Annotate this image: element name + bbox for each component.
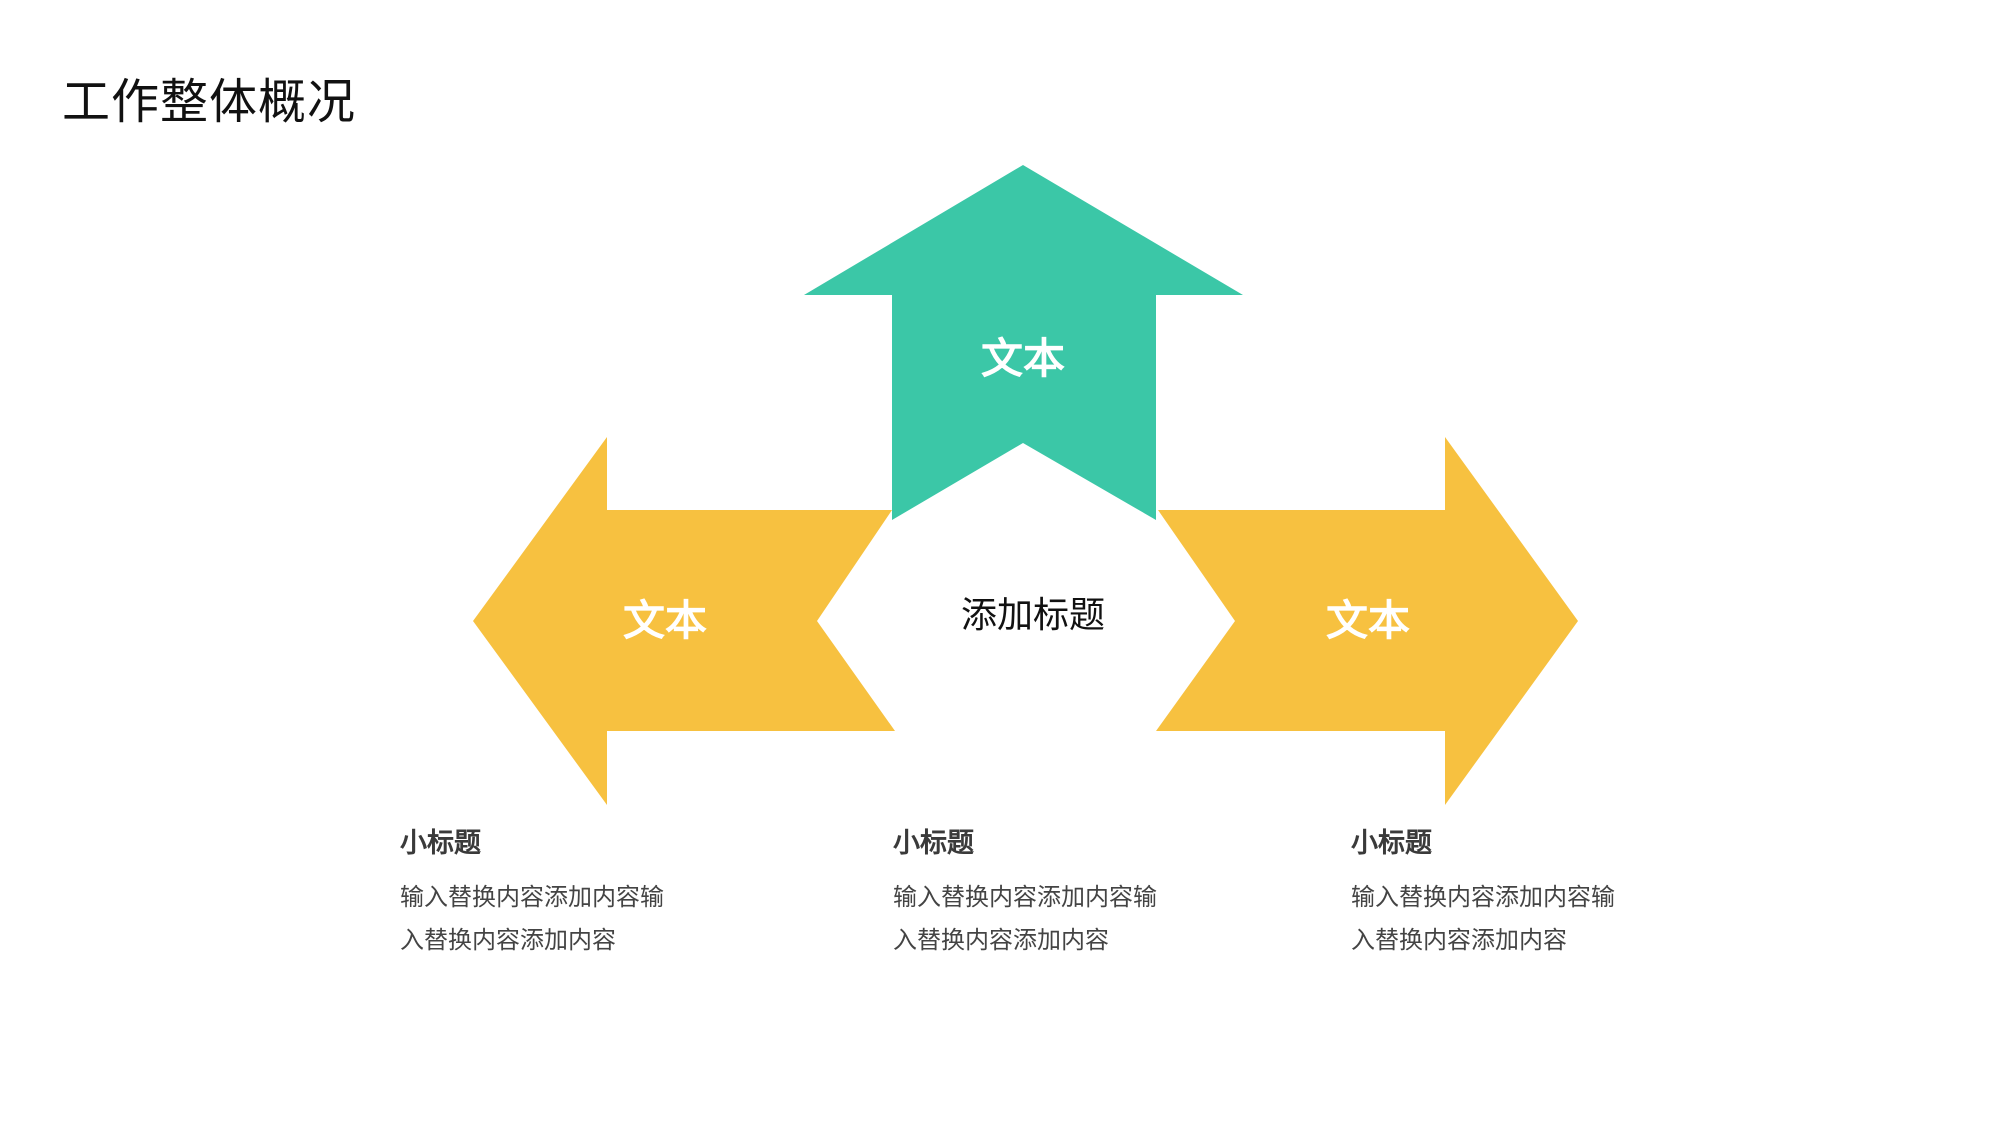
- left-arrow-label: 文本: [623, 596, 707, 645]
- description-body: 输入替换内容添加内容输入替换内容添加内容: [893, 883, 1157, 954]
- description-heading: 小标题: [893, 828, 974, 859]
- description-heading: 小标题: [400, 828, 481, 859]
- page-title: 工作整体概况: [62, 74, 357, 130]
- description-body: 输入替换内容添加内容输入替换内容添加内容: [400, 883, 664, 954]
- description-middle: 小标题 输入替换内容添加内容输入替换内容添加内容: [893, 824, 1193, 962]
- center-title: 添加标题: [961, 595, 1105, 636]
- right-arrow: [1156, 437, 1578, 805]
- up-arrow: [804, 165, 1243, 520]
- description-left: 小标题 输入替换内容添加内容输入替换内容添加内容: [400, 824, 700, 962]
- right-arrow-label: 文本: [1326, 596, 1410, 645]
- description-right: 小标题 输入替换内容添加内容输入替换内容添加内容: [1351, 824, 1651, 962]
- left-arrow: [473, 437, 895, 805]
- description-heading: 小标题: [1351, 828, 1432, 859]
- up-arrow-label: 文本: [981, 334, 1065, 383]
- description-body: 输入替换内容添加内容输入替换内容添加内容: [1351, 883, 1615, 954]
